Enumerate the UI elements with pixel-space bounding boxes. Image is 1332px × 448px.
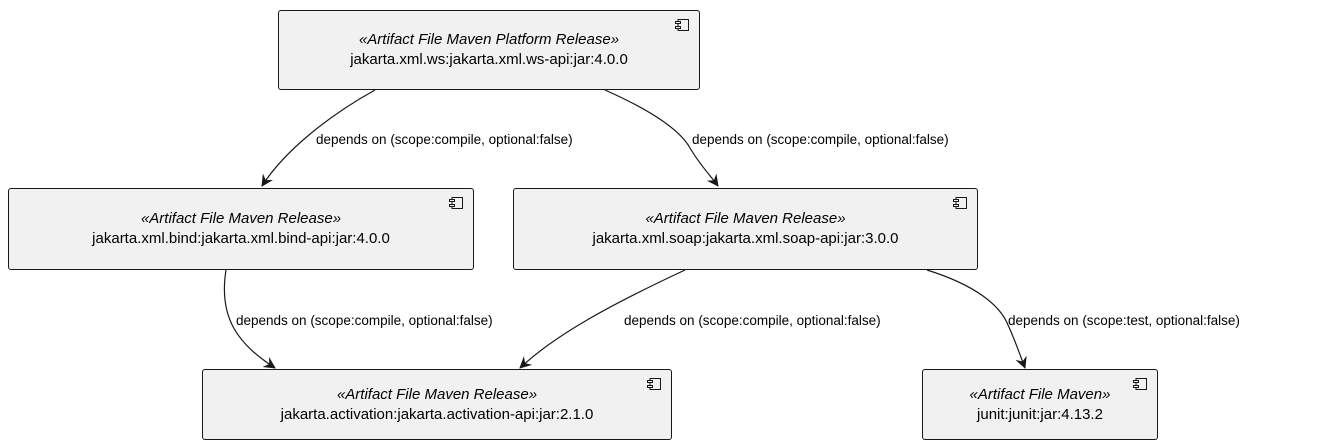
node-coordinates: jakarta.xml.ws:jakarta.xml.ws-api:jar:4.… [350,51,628,68]
component-icon [449,197,463,209]
node-coordinates: jakarta.xml.bind:jakarta.xml.bind-api:ja… [92,230,390,247]
component-icon [675,19,689,31]
node-soap-api[interactable]: «Artifact File Maven Release» jakarta.xm… [513,188,978,270]
edge-label-ws-to-bind: depends on (scope:compile, optional:fals… [316,132,573,147]
node-stereotype: «Artifact File Maven Platform Release» [358,31,620,48]
node-coordinates: junit:junit:jar:4.13.2 [977,405,1103,423]
edge-label-ws-to-soap: depends on (scope:compile, optional:fals… [692,132,949,147]
node-bind-api[interactable]: «Artifact File Maven Release» jakarta.xm… [8,188,474,270]
edge-label-soap-to-junit: depends on (scope:test, optional:false) [1008,313,1240,328]
edge-soap-to-activation [519,269,686,369]
component-icon [647,378,661,390]
component-icon [1133,378,1147,390]
node-stereotype: «Artifact File Maven Release» [140,210,342,227]
node-stereotype: «Artifact File Maven» [969,385,1111,403]
node-stereotype: «Artifact File Maven Release» [336,385,538,403]
edge-bind-to-activation [223,269,276,369]
edge-ws-to-soap [604,89,719,187]
node-coordinates: jakarta.activation:jakarta.activation-ap… [280,405,594,423]
edge-label-bind-to-activation: depends on (scope:compile, optional:fals… [236,313,493,328]
node-ws-api[interactable]: «Artifact File Maven Platform Release» j… [278,10,700,90]
node-stereotype: «Artifact File Maven Release» [645,210,846,227]
node-activation-api[interactable]: «Artifact File Maven Release» jakarta.ac… [202,369,672,440]
edge-label-soap-to-activation: depends on (scope:compile, optional:fals… [624,313,881,328]
node-junit[interactable]: «Artifact File Maven» junit:junit:jar:4.… [922,369,1158,440]
component-icon [953,197,967,209]
node-coordinates: jakarta.xml.soap:jakarta.xml.soap-api:ja… [592,230,899,247]
edge-ws-to-bind [261,89,376,187]
edge-soap-to-junit [926,269,1027,369]
